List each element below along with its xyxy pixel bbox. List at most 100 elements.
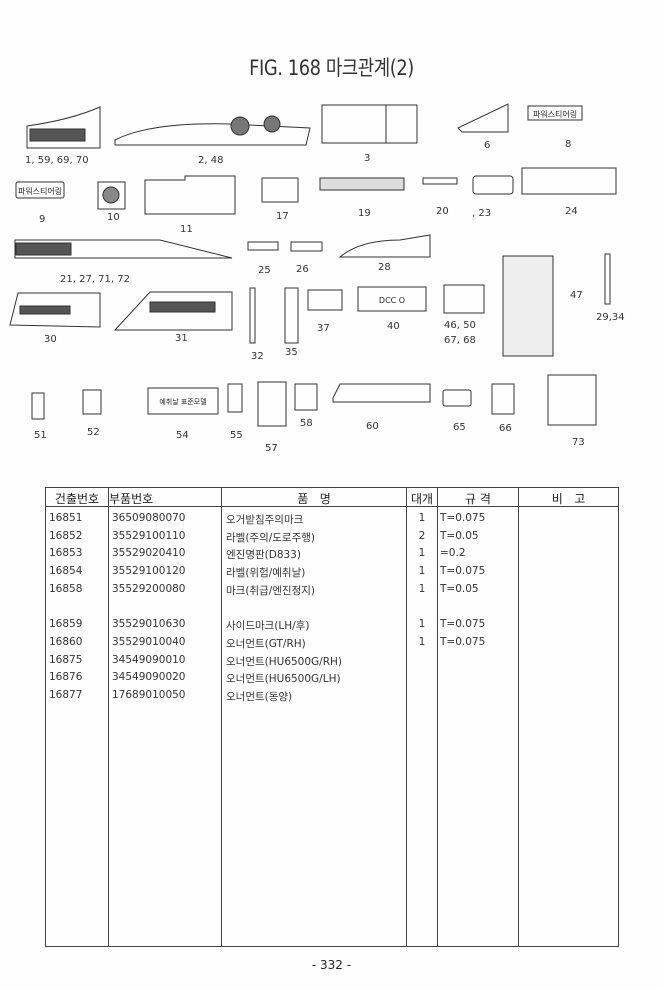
callout: 52	[87, 427, 100, 438]
part-25-strip	[247, 241, 279, 251]
header-spec: 규 격	[465, 492, 491, 506]
part-40-text: DCC O	[379, 296, 405, 305]
part-37-label	[307, 289, 343, 311]
callout: 25	[258, 265, 271, 276]
header-part-name: 품 명	[297, 492, 331, 506]
part-no-cell: 36509080070	[112, 512, 186, 524]
ref-no-cell: 16858	[49, 582, 83, 595]
callout: 60	[366, 421, 379, 432]
part-name-cell: 오너먼트(HU6500G/LH)	[226, 673, 341, 686]
qty-cell: 1	[418, 565, 426, 578]
part-47-label	[502, 255, 554, 357]
part-11-label	[144, 175, 236, 215]
ref-no-cell: 16876	[49, 671, 83, 684]
part-60-decal	[332, 383, 431, 403]
callout: 8	[565, 139, 572, 150]
part-1-logo	[29, 128, 86, 142]
ref-no-cell: 16875	[49, 653, 83, 666]
part-40-plate	[357, 286, 427, 312]
callout: 40	[387, 321, 400, 332]
part-no-cell: 35529010630	[112, 618, 186, 631]
callout: 24	[565, 206, 578, 217]
callout: 58	[300, 418, 313, 429]
callout: 29,34	[596, 312, 625, 323]
part-name-cell: 오너먼트(HU6500G/RH)	[226, 655, 343, 668]
callout: 26	[296, 264, 309, 275]
part-66-label	[491, 383, 515, 415]
callout: 73	[572, 437, 585, 448]
part-46-label	[443, 284, 485, 314]
callout: 1, 59, 69, 70	[25, 155, 89, 166]
part-9-text: 파워스티어링	[18, 186, 62, 196]
ref-no-cell: 16853	[49, 547, 83, 560]
callout: 65	[453, 422, 466, 433]
callout: 55	[230, 430, 243, 441]
part-30-decal	[9, 292, 101, 328]
callout: 20	[436, 206, 449, 217]
part-29-strip	[604, 253, 611, 305]
part-65-label	[442, 389, 472, 407]
part-name-cell: 마크(취급/엔진정지)	[226, 584, 316, 597]
spec-cell: T=0.075	[440, 618, 486, 631]
spec-cell: T=0.05	[440, 582, 479, 595]
callout: 2, 48	[198, 155, 224, 166]
callout: 28	[378, 262, 391, 273]
ref-no-cell: 16877	[49, 689, 83, 701]
page-number: - 332 -	[311, 958, 352, 972]
part-55-label	[227, 383, 243, 413]
header-ref-no: 건출번호	[54, 492, 100, 506]
spec-cell: T=0.075	[440, 512, 486, 524]
part-name-cell: 엔진명판(D833)	[226, 549, 301, 562]
callout: 57	[265, 443, 278, 454]
part-17-label	[261, 177, 299, 203]
callout: 37	[317, 323, 330, 334]
spec-cell: T=0.075	[440, 565, 486, 578]
ref-no-cell: 16860	[49, 635, 83, 648]
callout: 32	[251, 351, 264, 362]
qty-cell: 1	[418, 618, 426, 631]
part-8-sticker	[527, 105, 583, 121]
callout: 17	[276, 211, 289, 222]
part-51-label	[31, 392, 45, 420]
part-8-text: 파워스티어링	[533, 109, 577, 119]
part-no-cell: 35529010040	[112, 635, 186, 648]
qty-cell: 1	[418, 582, 426, 595]
header-remarks: 비 고	[551, 492, 586, 506]
part-no-cell: 34549090020	[112, 671, 186, 684]
part-19-strip	[319, 177, 405, 191]
callout: 21, 27, 71, 72	[60, 274, 130, 285]
ref-no-cell: 16852	[49, 529, 83, 542]
callout: 54	[176, 430, 189, 441]
part-name-cell: 오너먼트(GT/RH)	[226, 637, 306, 650]
part-26-strip	[290, 241, 323, 252]
part-no-cell: 17689010050	[112, 689, 186, 701]
part-no-cell: 35529200080	[112, 582, 186, 595]
part-2-emblem	[230, 116, 250, 136]
part-no-cell: 35529100120	[112, 565, 186, 578]
spec-cell: T=0.075	[440, 635, 486, 648]
part-no-cell: 35529020410	[112, 547, 186, 560]
callout: 19	[358, 208, 371, 219]
part-2-decal	[114, 123, 311, 146]
callout: , 23	[472, 208, 492, 219]
ref-no-cell: 16854	[49, 565, 83, 578]
callout: 66	[499, 423, 512, 434]
callout: 67, 68	[444, 335, 476, 346]
part-name-cell: 사이드마크(LH/후)	[226, 620, 310, 633]
callout: 51	[34, 430, 47, 441]
callout: 30	[44, 334, 57, 345]
part-35-strip	[284, 287, 299, 344]
part-name-cell: 라벨(위험/예취날)	[226, 567, 306, 580]
figure-title: FIG. 168 마크관계(2)	[249, 56, 414, 80]
qty-cell: 1	[418, 547, 426, 560]
part-24-label	[521, 167, 617, 195]
part-6-decal	[457, 103, 509, 133]
callout: 6	[484, 140, 491, 151]
callout: 9	[39, 214, 46, 225]
part-54-text: 예취날 표준모델	[159, 397, 206, 406]
part-3-label	[321, 104, 418, 144]
qty-cell: 1	[418, 512, 426, 524]
ref-no-cell: 16859	[49, 618, 83, 631]
